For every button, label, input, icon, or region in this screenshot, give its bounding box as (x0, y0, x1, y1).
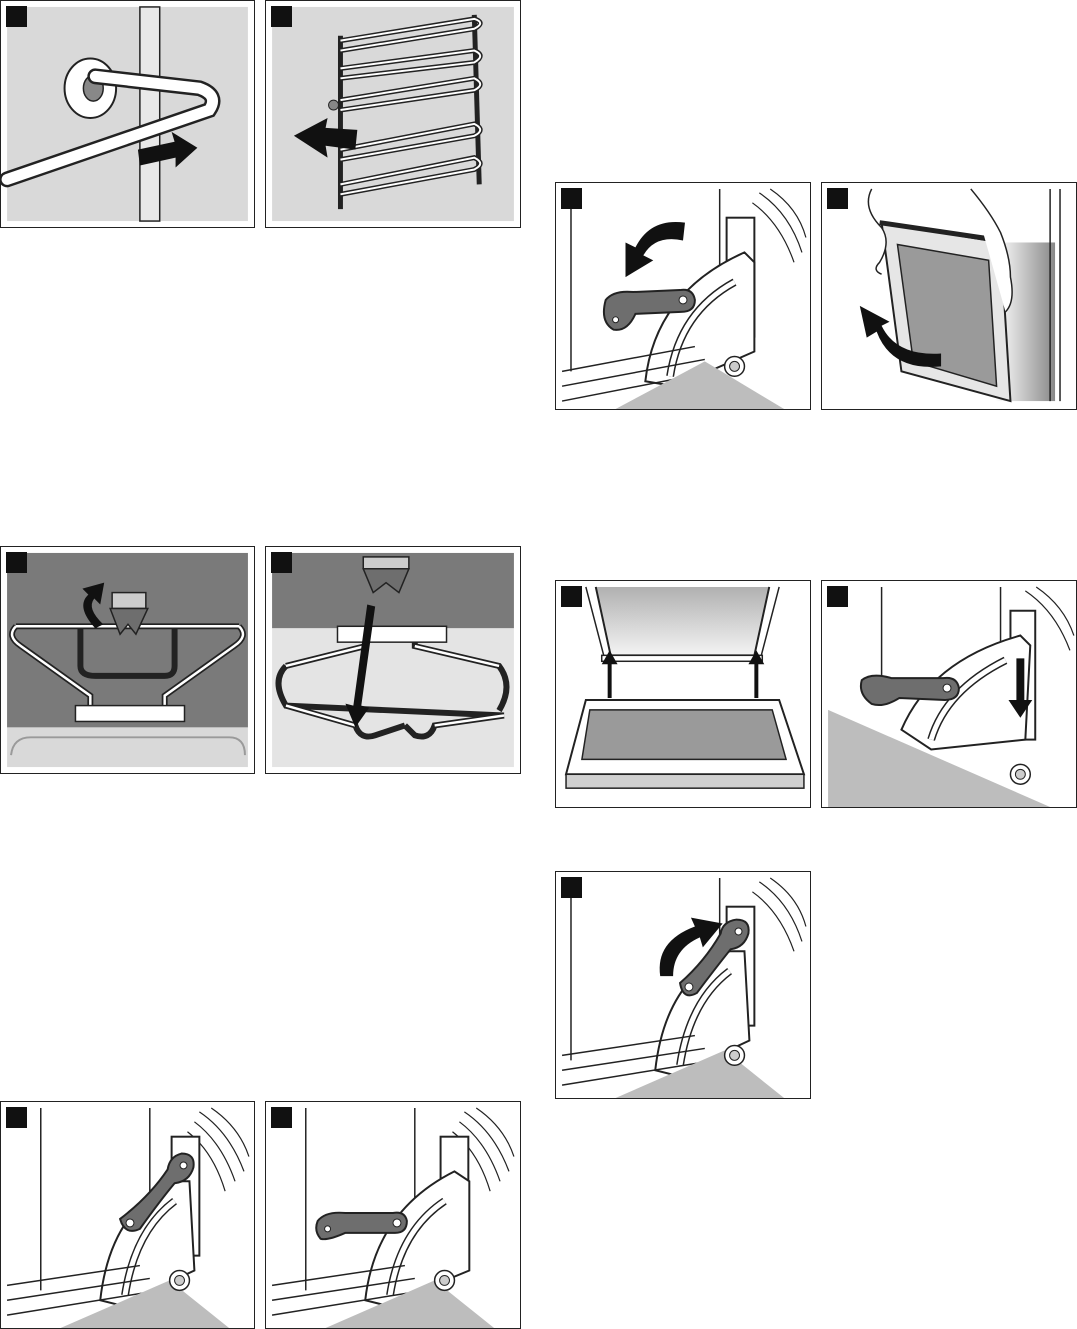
hinge-lever-closed-illustration (1, 1102, 254, 1328)
figure-panel-hinge-insert (821, 580, 1077, 808)
rack-clip-detach-illustration (1, 547, 254, 773)
figure-panel-hinge-lever-open (265, 1101, 521, 1329)
figure-panel-hinge-lever-fold-up (555, 871, 811, 1099)
door-refit-illustration (556, 581, 810, 807)
figure-panel-hinge-lever-fold-down (555, 182, 811, 410)
hinge-lever-open-illustration (266, 1102, 520, 1328)
figure-panel-hinge-lever-closed (0, 1101, 255, 1329)
step-badge (561, 877, 582, 898)
hinge-lever-fold-up-illustration (556, 872, 810, 1098)
step-badge (6, 1107, 27, 1128)
step-badge (271, 552, 292, 573)
shelf-rack-illustration (266, 1, 520, 227)
step-badge (6, 552, 27, 573)
step-badge (827, 188, 848, 209)
step-badge (6, 6, 27, 27)
figure-panel-door-refit (555, 580, 811, 808)
figure-panel-shelf-rail-1 (0, 0, 255, 228)
hinge-lever-fold-down-illustration (556, 183, 810, 409)
hinge-insert-illustration (822, 581, 1076, 807)
step-badge (827, 586, 848, 607)
figure-panel-shelf-rail-2 (265, 0, 521, 228)
arrow-curved-down-icon (626, 222, 685, 277)
figure-panel-rack-clip-attach (265, 546, 521, 774)
door-lift-off-illustration (822, 183, 1076, 409)
step-badge (271, 6, 292, 27)
step-badge (561, 188, 582, 209)
figure-panel-door-lift-off (821, 182, 1077, 410)
step-badge (271, 1107, 292, 1128)
rack-clip-attach-illustration (266, 547, 520, 773)
figure-panel-rack-clip-detach (0, 546, 255, 774)
shelf-rail-illustration (1, 1, 254, 227)
step-badge (561, 586, 582, 607)
